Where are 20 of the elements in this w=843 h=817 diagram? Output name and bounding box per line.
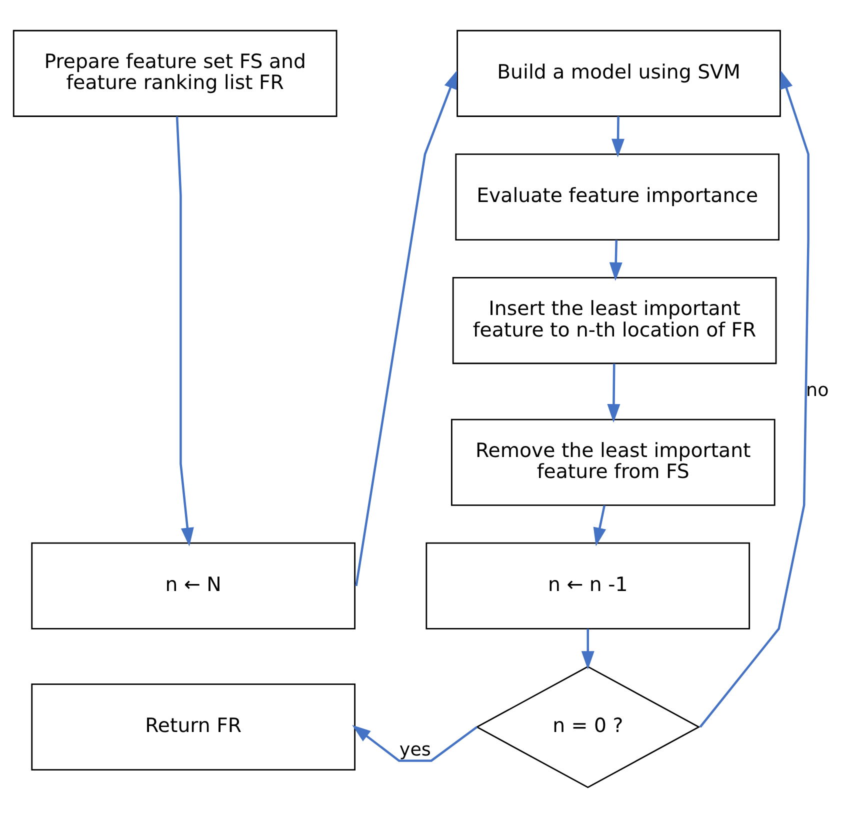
arrow [581,628,594,670]
arrow [352,724,478,762]
arrow [176,116,194,546]
arrow [607,363,620,422]
arrow [355,70,458,586]
node-box: Build a model using SVM [456,29,781,116]
node-box: Insert the least important feature to n-th location of FR [452,276,777,364]
node-box: Remove the least important feature from FS [450,418,776,506]
edge-label: no [806,380,829,401]
node-box: n ← n -1 [426,542,750,629]
node-box: Prepare feature set FS and feature ranking list FR [12,29,338,116]
node-diamond: n = 0 ? [476,665,700,788]
arrow [609,239,622,280]
edge-label: yes [399,739,431,760]
arrow [593,504,606,546]
node-box: Evaluate feature importance [455,152,780,240]
arrow [612,116,625,157]
node-box: n ← N [31,542,356,629]
arrow [699,70,810,728]
node-box: Return FR [31,682,356,770]
